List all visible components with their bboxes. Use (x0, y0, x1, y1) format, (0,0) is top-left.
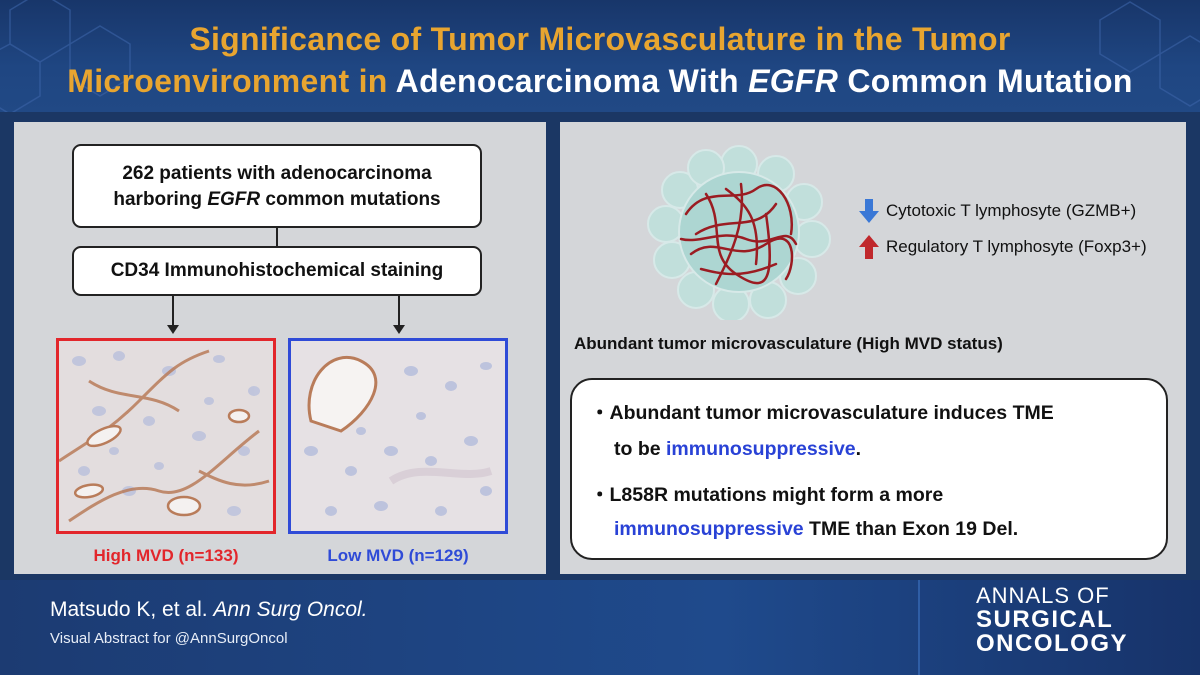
patients-line-2-prefix: harboring (113, 189, 208, 210)
title-line-1: Significance of Tumor Microvasculature i… (0, 18, 1200, 60)
patients-line-1: 262 patients with adenocarcinoma (122, 163, 432, 184)
arrow-to-low-mvd (393, 296, 405, 334)
low-mvd-tissue-image (291, 341, 505, 531)
page-title: Significance of Tumor Microvasculature i… (0, 18, 1200, 102)
title-line-1-text: Significance of Tumor Microvasculature i… (189, 21, 1011, 57)
summary-line-1: ・Abundant tumor microvasculature induces… (590, 402, 1054, 424)
arrow-down-icon (859, 199, 879, 223)
low-mvd-micrograph (288, 338, 508, 534)
legend-cytotoxic: Cytotoxic T lymphosyte (GZMB+) (858, 198, 1136, 224)
journal-logo: ANNALS OF SURGICAL ONCOLOGY (976, 584, 1128, 656)
summary-line-4-suffix: TME than Exon 19 Del. (803, 518, 1019, 540)
title-line-2-highlight: Microenvironment in (67, 63, 388, 99)
high-mvd-tissue-image (59, 341, 273, 531)
summary-line-3: ・L858R mutations might form a more (590, 484, 944, 506)
title-line-2-italic: EGFR (748, 63, 839, 99)
summary-line-2-emphasis: immunosuppressive (666, 438, 856, 460)
logo-line-1: ANNALS OF (976, 583, 1110, 608)
summary-line-2-suffix: . (855, 438, 862, 460)
legend-regulatory: Regulatory T lymphosyte (Foxp3+) (858, 234, 1147, 260)
hexagon-pattern-decoration (0, 0, 1200, 112)
citation: Matsudo K, et al. Ann Surg Oncol. (50, 598, 368, 622)
title-line-2: Microenvironment in Adenocarcinoma With … (0, 60, 1200, 102)
title-line-2-part1: Adenocarcinoma With (387, 63, 749, 99)
footer-divider (918, 580, 920, 675)
legend-cytotoxic-label: Cytotoxic T lymphosyte (GZMB+) (886, 201, 1137, 220)
summary-line-2: to be immunosuppressive. (614, 438, 861, 461)
connector-line (276, 228, 278, 246)
patients-line-2-italic: EGFR (207, 189, 261, 210)
logo-line-2: SURGICAL (976, 606, 1114, 633)
title-line-2-part2: Common Mutation (838, 63, 1133, 99)
patients-box: 262 patients with adenocarcinoma harbori… (72, 144, 482, 228)
summary-line-2-prefix: to be (614, 438, 666, 460)
citation-journal: Ann Surg Oncol. (213, 598, 368, 621)
high-mvd-micrograph (56, 338, 276, 534)
summary-line-4-emphasis: immunosuppressive (614, 518, 804, 540)
study-design-panel: 262 patients with adenocarcinoma harbori… (14, 122, 546, 574)
tumor-microvasculature-illustration (647, 145, 831, 320)
footer: Matsudo K, et al. Ann Surg Oncol. Visual… (0, 580, 1200, 675)
byline: Visual Abstract for @AnnSurgOncol (50, 630, 288, 647)
main-content: 262 patients with adenocarcinoma harbori… (0, 112, 1200, 580)
staining-label: CD34 Immunohistochemical staining (110, 260, 444, 281)
legend-regulatory-label: Regulatory T lymphosyte (Foxp3+) (886, 237, 1147, 256)
summary-box: ・Abundant tumor microvasculature induces… (570, 378, 1168, 560)
patients-line-2-suffix: common mutations (260, 189, 441, 210)
header: Significance of Tumor Microvasculature i… (0, 0, 1200, 112)
arrow-to-high-mvd (167, 296, 179, 334)
findings-panel: Cytotoxic T lymphosyte (GZMB+) Regulator… (560, 122, 1186, 574)
low-mvd-caption: Low MVD (n=129) (327, 546, 469, 565)
high-mvd-caption: High MVD (n=133) (93, 546, 239, 565)
staining-box: CD34 Immunohistochemical staining (72, 246, 482, 296)
citation-authors: Matsudo K, et al. (50, 598, 214, 621)
arrow-up-icon (859, 235, 879, 259)
summary-line-4: immunosuppressive TME than Exon 19 Del. (614, 518, 1018, 541)
abundant-label: Abundant tumor microvasculature (High MV… (574, 334, 1003, 353)
patients-line-2: harboring EGFR common mutations (74, 187, 480, 213)
logo-line-3: ONCOLOGY (976, 630, 1129, 657)
